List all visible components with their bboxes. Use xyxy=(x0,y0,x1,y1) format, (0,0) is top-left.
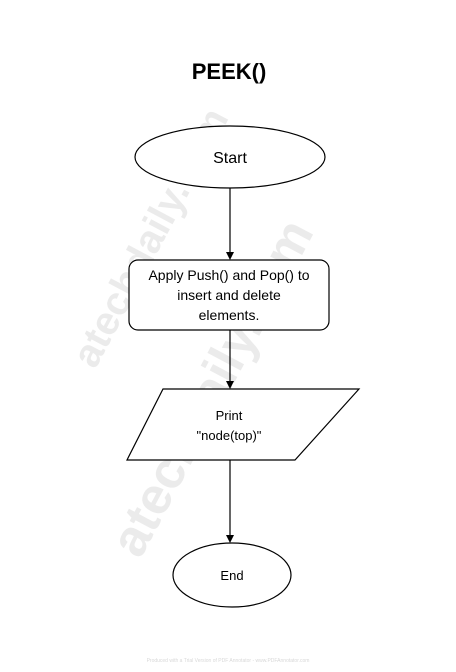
footer-note: Produced with a Trial Version of PDF Ann… xyxy=(147,658,310,664)
start-label: Start xyxy=(213,150,247,167)
arrowhead-end xyxy=(226,535,234,543)
process-box-shape xyxy=(128,259,330,331)
end-node: End xyxy=(172,542,292,608)
diagram-title: PEEK() xyxy=(192,59,267,84)
print-line-2: "node(top)" xyxy=(197,428,262,443)
print-line-1: Print xyxy=(216,408,243,423)
arrowhead-process xyxy=(226,252,234,260)
print-io-shape xyxy=(126,388,361,461)
arrowhead-print xyxy=(226,381,234,389)
start-terminator-shape xyxy=(134,125,326,189)
connectors xyxy=(226,188,234,543)
process-node: Apply Push() and Pop() to insert and del… xyxy=(128,259,330,331)
end-terminator-shape xyxy=(172,542,292,608)
print-node: Print "node(top)" xyxy=(126,388,361,461)
process-line-1: Apply Push() and Pop() to xyxy=(148,267,309,283)
process-line-3: elements. xyxy=(199,307,260,323)
start-node: Start xyxy=(134,125,326,189)
end-label: End xyxy=(220,568,243,583)
process-line-2: insert and delete xyxy=(177,287,281,303)
